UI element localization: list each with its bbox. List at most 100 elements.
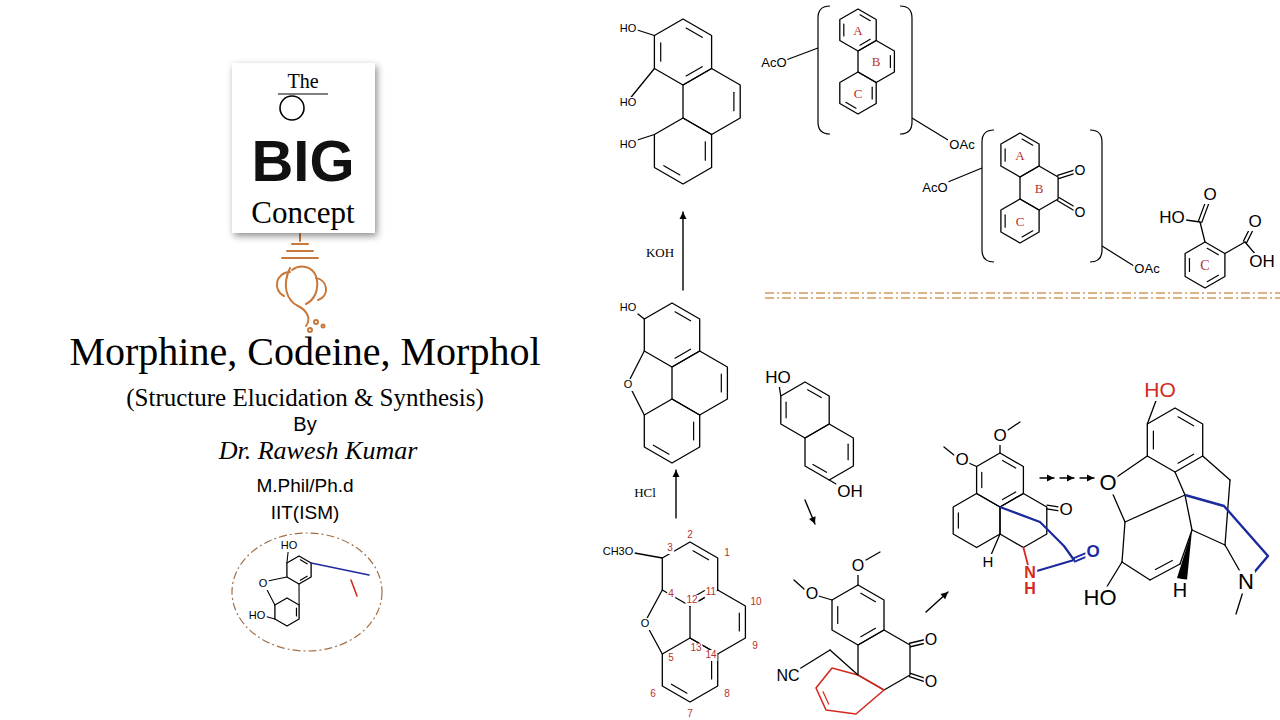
ring-outline — [1001, 133, 1039, 177]
bond-line — [1102, 246, 1134, 266]
icon-stroke — [292, 267, 317, 304]
atom-label: N — [1237, 570, 1255, 593]
atom-number: 10 — [749, 597, 762, 608]
double-bond-line — [660, 43, 661, 62]
arrow-head — [673, 470, 680, 477]
double-bond-line — [1005, 149, 1006, 161]
atom-label: O — [954, 451, 969, 469]
ring-outline — [1147, 408, 1202, 472]
atom-label: B — [1034, 182, 1045, 196]
atom-number: 2 — [686, 530, 694, 541]
atom-label-holder: O — [1247, 213, 1262, 231]
atom-label: O — [1074, 205, 1087, 220]
bond-line — [1175, 472, 1185, 495]
atom-label: C — [853, 87, 864, 101]
atom-label: O — [924, 674, 938, 691]
atom-label: HO — [1083, 586, 1118, 609]
atom-label-holder: OAc — [948, 135, 975, 153]
double-bond-line — [671, 684, 687, 693]
node-text: BIG — [250, 131, 355, 192]
atom-label-holder: O — [954, 451, 969, 469]
double-bond-line — [693, 422, 694, 440]
atom-label: O — [1202, 186, 1217, 204]
atom-label: O — [992, 427, 1007, 445]
double-bond-line — [981, 472, 982, 487]
double-bond-line — [1207, 248, 1218, 254]
atom-label-holder: O — [1085, 543, 1100, 561]
double-bond-line — [1178, 454, 1194, 463]
double-bond-line — [958, 513, 959, 528]
atom-label: A — [1014, 149, 1025, 163]
atom-label-holder: O — [1202, 186, 1217, 204]
arrow-head — [680, 212, 687, 219]
icon-stroke — [282, 257, 318, 259]
double-bond-line — [1005, 215, 1006, 227]
node-text-holder: HO — [280, 535, 299, 553]
logo-rule — [278, 93, 328, 94]
atom-label: AcO — [760, 56, 787, 70]
double-bond-line — [693, 551, 709, 560]
atom-label: H — [1023, 581, 1037, 598]
reaction-arrow — [675, 470, 676, 518]
node-text-holder: HO — [248, 605, 267, 623]
double-bond-line — [808, 390, 822, 398]
ring-outline — [662, 638, 717, 702]
subtitle-text-holder: Dr. Rawesh Kumar — [218, 437, 419, 464]
atom-label-holder: HO — [1158, 209, 1186, 227]
atom-label-holder: H — [982, 553, 995, 571]
atom-label: AcO — [921, 181, 948, 195]
ring-outline — [977, 453, 1024, 507]
atom-label-holder: O — [1058, 501, 1073, 519]
bond-line — [1203, 456, 1230, 480]
atom-label-holder: O — [805, 585, 819, 603]
bond-line — [944, 447, 954, 455]
atom-label-holder: HO — [619, 297, 638, 315]
double-bond-line — [1153, 431, 1154, 449]
structure-ellipse: HOOHO — [229, 530, 385, 654]
new-bond-line — [311, 563, 369, 575]
atom-label: HO — [619, 97, 638, 109]
ring-outline — [1001, 199, 1039, 243]
atom-label-holder: HO — [619, 18, 638, 36]
atom-label: O — [1074, 163, 1087, 178]
node-text: The — [286, 71, 319, 92]
arrow-head — [1087, 475, 1094, 482]
bracket — [982, 130, 994, 262]
atom-label: OAc — [948, 138, 975, 152]
icon-dot — [314, 320, 318, 324]
subtitle-text: M.Phil/Ph.d — [255, 476, 354, 496]
logo-circle — [280, 96, 304, 120]
atom-number: 3 — [666, 543, 674, 554]
atom-label-holder: HO — [764, 369, 792, 387]
atom-label: NC — [775, 668, 800, 685]
ring-outline — [287, 556, 311, 584]
subtitle-text: By — [292, 414, 317, 435]
bond-line — [1200, 222, 1205, 242]
ring-outline — [1020, 166, 1058, 210]
atom-label-holder: O — [1074, 203, 1087, 221]
double-bond-line — [686, 67, 702, 76]
double-bond-line — [846, 102, 856, 108]
ring-outline — [840, 9, 876, 51]
atom-label: OH — [1248, 253, 1276, 271]
atom-number: 4 — [667, 589, 675, 600]
atom-label-holder: HO — [1083, 586, 1118, 609]
atom-label-holder: O — [851, 557, 865, 575]
ring-outline — [662, 542, 717, 606]
ring-outline — [644, 399, 699, 463]
bond-line — [1225, 242, 1245, 254]
atom-label: OH — [836, 483, 864, 501]
double-bond-line — [843, 24, 844, 36]
ring-outline — [654, 19, 711, 85]
ring-outline — [953, 494, 1000, 548]
atom-label-holder: HCl — [633, 483, 657, 501]
atom-label: HO — [1143, 379, 1177, 401]
atom-label: O — [851, 558, 865, 575]
reaction-arrow — [805, 500, 815, 524]
atom-number-holder: 5 — [667, 647, 675, 665]
wedge-bond — [1177, 530, 1192, 580]
atom-label-holder: A — [1014, 146, 1025, 164]
arrow-head — [809, 516, 815, 524]
node-text-holder: Concept — [250, 197, 355, 230]
bond-line — [948, 168, 982, 182]
